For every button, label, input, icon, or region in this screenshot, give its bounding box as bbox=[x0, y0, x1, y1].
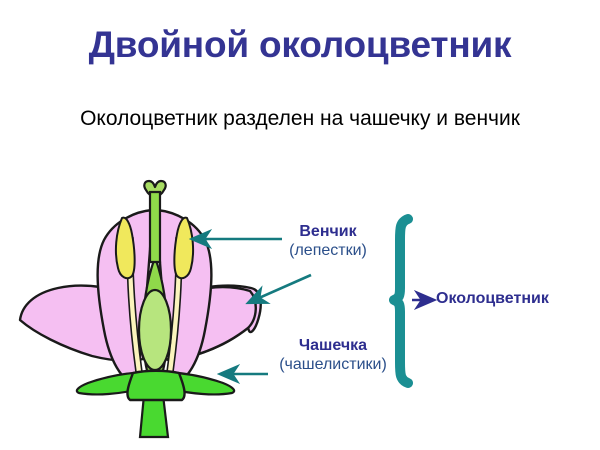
subtitle-text: Околоцветник разделен на чашечку и венчи… bbox=[80, 107, 520, 130]
receptacle-shape bbox=[126, 369, 186, 402]
sepal-left-shape bbox=[75, 370, 147, 396]
petal-upper-left-shape bbox=[96, 208, 154, 386]
page-title: Двойной околоцветник bbox=[88, 24, 512, 65]
callout-chashechka-sublabel: (чашелистики) bbox=[279, 356, 387, 374]
petal-lower-right-shape bbox=[164, 284, 262, 362]
stamen-anther-left-shape bbox=[114, 216, 136, 280]
sepal-right-shape bbox=[164, 370, 236, 396]
callout-venchik: Венчик (лепестки) bbox=[258, 222, 398, 260]
petal-lower-left-shape bbox=[18, 284, 145, 362]
stamen-anther-right-shape bbox=[173, 216, 195, 280]
callout-chashechka: Чашечка (чашелистики) bbox=[258, 336, 408, 374]
stigma-shape bbox=[143, 179, 167, 199]
stamen-filament-right-shape bbox=[166, 237, 183, 373]
petal-lower-right-fill bbox=[164, 285, 257, 361]
pistil-shape bbox=[141, 198, 169, 388]
callout-venchik-label: Венчик bbox=[299, 223, 357, 240]
arrow-to-petals-lower bbox=[245, 273, 312, 305]
ovary-shape bbox=[137, 288, 173, 372]
pedicel-shape bbox=[138, 393, 170, 439]
bracket-label-okolocvetnik: Околоцветник bbox=[436, 290, 549, 307]
style-shape bbox=[148, 190, 162, 264]
callout-chashechka-label: Чашечка bbox=[298, 337, 368, 354]
stamen-filament-left-shape bbox=[126, 237, 143, 373]
petal-upper-right-shape bbox=[155, 208, 213, 386]
callout-venchik-sublabel: (лепестки) bbox=[289, 242, 367, 260]
